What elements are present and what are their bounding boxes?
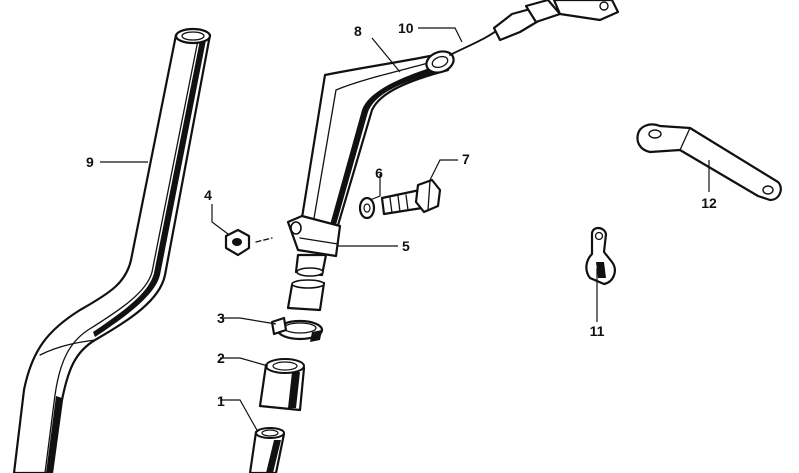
- callout-1: 1: [217, 393, 225, 409]
- cable-clip: [585, 226, 616, 286]
- long-bent-tube: [12, 27, 212, 473]
- callout-8: 8: [354, 23, 362, 39]
- callout-5: 5: [402, 238, 410, 254]
- tube-end-sleeve: [286, 279, 326, 312]
- hex-bolt: [380, 178, 442, 216]
- callout-4: 4: [204, 187, 212, 203]
- callout-11: 11: [590, 323, 605, 339]
- oil-dipstick: [449, 0, 620, 56]
- callout-3: 3: [217, 310, 225, 326]
- leader-lines: [100, 27, 710, 433]
- hex-nut: [224, 228, 273, 257]
- callout-labels: 1 2 3 4 5 6 7 8 9 10 11 12: [86, 20, 717, 409]
- callout-7: 7: [462, 151, 470, 167]
- dipstick-guide-tube: [294, 50, 455, 277]
- callout-12: 12: [701, 195, 717, 211]
- callout-9: 9: [86, 154, 94, 170]
- washer: [358, 196, 376, 220]
- callout-6: 6: [375, 165, 383, 181]
- mounting-clamp-bracket: [286, 214, 342, 258]
- callout-10: 10: [398, 20, 414, 36]
- oil-dipstick-lower-tube: [248, 427, 286, 473]
- rubber-hose-sleeve: [258, 358, 306, 412]
- hose-clamp: [270, 316, 324, 342]
- callout-2: 2: [217, 350, 225, 366]
